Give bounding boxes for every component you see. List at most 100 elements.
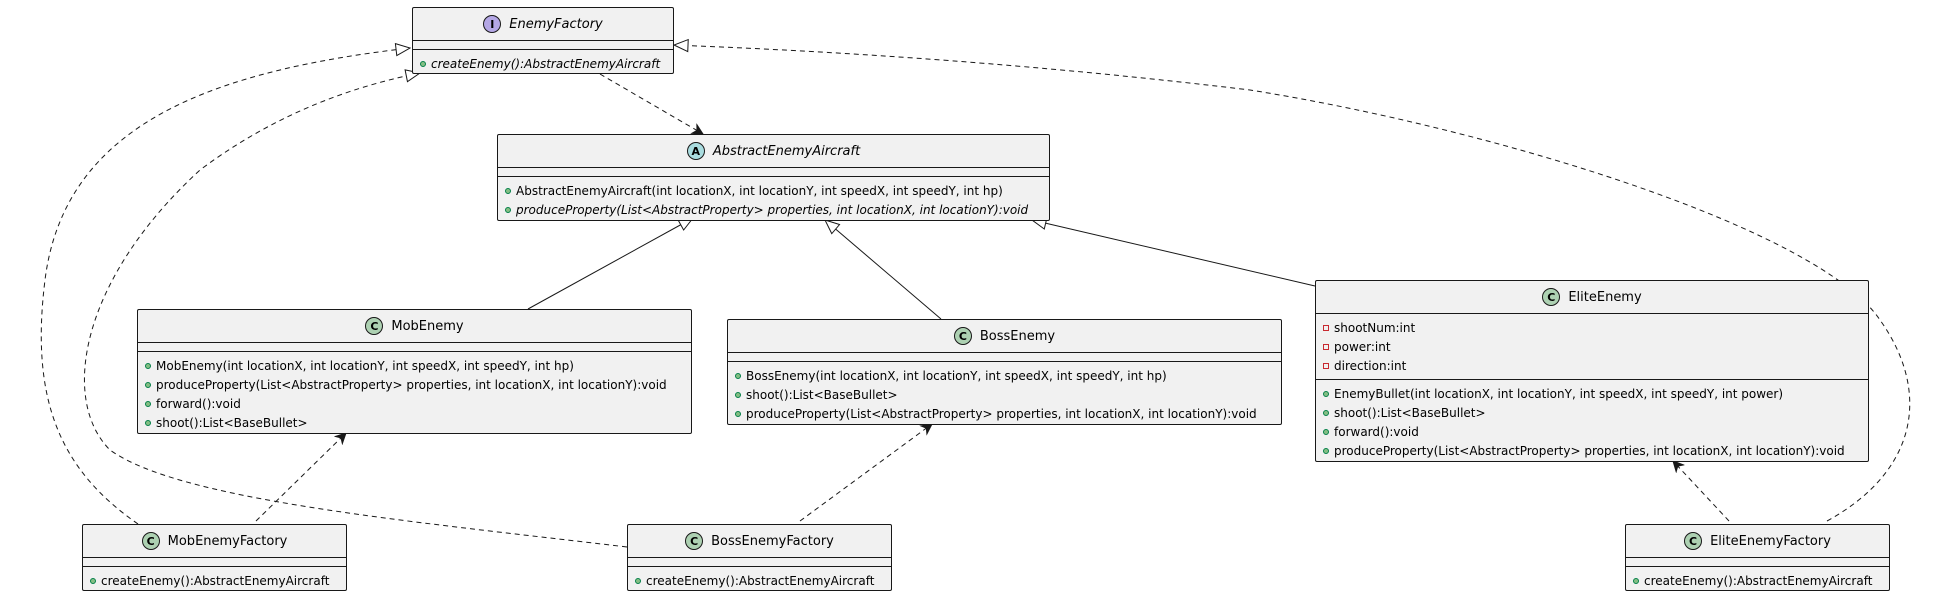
public-visibility-icon: [145, 362, 151, 369]
fields-section: shootNum:int power:int direction:int: [1316, 314, 1868, 380]
method-signature: shoot():List<BaseBullet>: [1334, 405, 1486, 420]
method-signature: produceProperty(List<AbstractProperty> p…: [746, 406, 1257, 421]
dependency-bossfactory-to-boss: [799, 424, 932, 522]
class-badge-icon: C: [365, 317, 384, 335]
inheritance-elite-to-abstract: [1032, 220, 1316, 287]
method-signature: forward():void: [156, 396, 241, 411]
public-visibility-icon: [145, 400, 151, 407]
methods-section: AbstractEnemyAircraft(int locationX, int…: [498, 177, 1049, 223]
private-visibility-icon: [1323, 362, 1329, 369]
class-box-abstract-enemy-aircraft: A AbstractEnemyAircraft AbstractEnemyAir…: [497, 134, 1050, 221]
field-item: shootNum:int: [1316, 318, 1868, 337]
public-visibility-icon: [1633, 577, 1639, 584]
class-header: C EliteEnemyFactory: [1626, 525, 1889, 558]
method-item: EnemyBullet(int locationX, int locationY…: [1316, 384, 1868, 403]
class-name: BossEnemy: [979, 328, 1056, 344]
fields-section: [1626, 558, 1889, 567]
class-name: EnemyFactory: [509, 16, 603, 32]
realization-elitefactory-to-enemyfactory: [674, 45, 1911, 522]
dependency-enemyfactory-to-abstract: [599, 73, 703, 134]
interface-badge-icon: I: [483, 15, 502, 33]
class-name: MobEnemyFactory: [167, 533, 288, 549]
method-signature: shoot():List<BaseBullet>: [746, 387, 898, 402]
fields-section: [83, 558, 346, 567]
class-name: EliteEnemy: [1568, 289, 1642, 305]
public-visibility-icon: [735, 410, 741, 417]
fields-section: [628, 558, 891, 567]
class-box-elite-enemy-factory: C EliteEnemyFactory createEnemy():Abstra…: [1625, 524, 1890, 591]
class-header: A AbstractEnemyAircraft: [498, 135, 1049, 168]
method-item: AbstractEnemyAircraft(int locationX, int…: [498, 181, 1049, 200]
public-visibility-icon: [1323, 390, 1329, 397]
method-signature: forward():void: [1334, 424, 1419, 439]
class-header: C EliteEnemy: [1316, 281, 1868, 314]
method-signature: produceProperty(List<AbstractProperty> p…: [516, 202, 1029, 217]
realization-bossfactory-to-enemyfactory: [84, 73, 628, 548]
methods-section: createEnemy():AbstractEnemyAircraft: [628, 567, 891, 594]
dependency-mobfactory-to-mob: [255, 433, 346, 522]
method-signature: produceProperty(List<AbstractProperty> p…: [156, 377, 667, 392]
fields-section: [413, 41, 673, 50]
methods-section: BossEnemy(int locationX, int locationY, …: [728, 362, 1281, 427]
method-item: produceProperty(List<AbstractProperty> p…: [138, 375, 691, 394]
realization-mobfactory-to-enemyfactory: [40, 48, 410, 525]
fields-section: [728, 353, 1281, 362]
class-header: C MobEnemy: [138, 310, 691, 343]
methods-section: createEnemy():AbstractEnemyAircraft: [1626, 567, 1889, 594]
private-visibility-icon: [1323, 324, 1329, 331]
method-signature: MobEnemy(int locationX, int locationY, i…: [156, 358, 574, 373]
public-visibility-icon: [90, 577, 96, 584]
class-badge-icon: C: [141, 532, 160, 550]
method-signature: createEnemy():AbstractEnemyAircraft: [101, 573, 330, 588]
public-visibility-icon: [145, 381, 151, 388]
method-signature: BossEnemy(int locationX, int locationY, …: [746, 368, 1167, 383]
class-header: C BossEnemy: [728, 320, 1281, 353]
fields-section: [138, 343, 691, 352]
public-visibility-icon: [1323, 428, 1329, 435]
class-box-boss-enemy: C BossEnemy BossEnemy(int locationX, int…: [727, 319, 1282, 425]
public-visibility-icon: [735, 372, 741, 379]
method-signature: createEnemy():AbstractEnemyAircraft: [1644, 573, 1873, 588]
class-name: MobEnemy: [391, 318, 464, 334]
method-item: shoot():List<BaseBullet>: [1316, 403, 1868, 422]
abstract-badge-icon: A: [686, 142, 705, 160]
class-name: EliteEnemyFactory: [1710, 533, 1831, 549]
method-signature: createEnemy():AbstractEnemyAircraft: [431, 56, 661, 71]
public-visibility-icon: [635, 577, 641, 584]
public-visibility-icon: [505, 187, 511, 194]
method-item: forward():void: [1316, 422, 1868, 441]
class-header: C MobEnemyFactory: [83, 525, 346, 558]
method-item: forward():void: [138, 394, 691, 413]
class-box-elite-enemy: C EliteEnemy shootNum:int power:int dire…: [1315, 280, 1869, 462]
method-item: MobEnemy(int locationX, int locationY, i…: [138, 356, 691, 375]
private-visibility-icon: [1323, 343, 1329, 350]
method-item: shoot():List<BaseBullet>: [728, 385, 1281, 404]
class-header: C BossEnemyFactory: [628, 525, 891, 558]
class-box-mob-enemy-factory: C MobEnemyFactory createEnemy():Abstract…: [82, 524, 347, 591]
class-box-enemy-factory: I EnemyFactory createEnemy():AbstractEne…: [412, 7, 674, 74]
method-signature: shoot():List<BaseBullet>: [156, 415, 308, 430]
method-item: produceProperty(List<AbstractProperty> p…: [1316, 441, 1868, 460]
methods-section: MobEnemy(int locationX, int locationY, i…: [138, 352, 691, 436]
field-signature: shootNum:int: [1334, 320, 1416, 335]
class-badge-icon: C: [953, 327, 972, 345]
method-item: createEnemy():AbstractEnemyAircraft: [413, 54, 673, 73]
field-signature: power:int: [1334, 339, 1391, 354]
public-visibility-icon: [505, 206, 511, 213]
class-box-mob-enemy: C MobEnemy MobEnemy(int locationX, int l…: [137, 309, 692, 434]
inheritance-boss-to-abstract: [825, 220, 942, 320]
field-item: power:int: [1316, 337, 1868, 356]
public-visibility-icon: [145, 419, 151, 426]
method-signature: AbstractEnemyAircraft(int locationX, int…: [516, 183, 1003, 198]
field-signature: direction:int: [1334, 358, 1407, 373]
public-visibility-icon: [1323, 409, 1329, 416]
method-signature: createEnemy():AbstractEnemyAircraft: [646, 573, 875, 588]
methods-section: createEnemy():AbstractEnemyAircraft: [83, 567, 346, 594]
public-visibility-icon: [1323, 447, 1329, 454]
method-item: BossEnemy(int locationX, int locationY, …: [728, 366, 1281, 385]
method-item: shoot():List<BaseBullet>: [138, 413, 691, 432]
method-item: produceProperty(List<AbstractProperty> p…: [728, 404, 1281, 423]
method-item: produceProperty(List<AbstractProperty> p…: [498, 200, 1049, 219]
